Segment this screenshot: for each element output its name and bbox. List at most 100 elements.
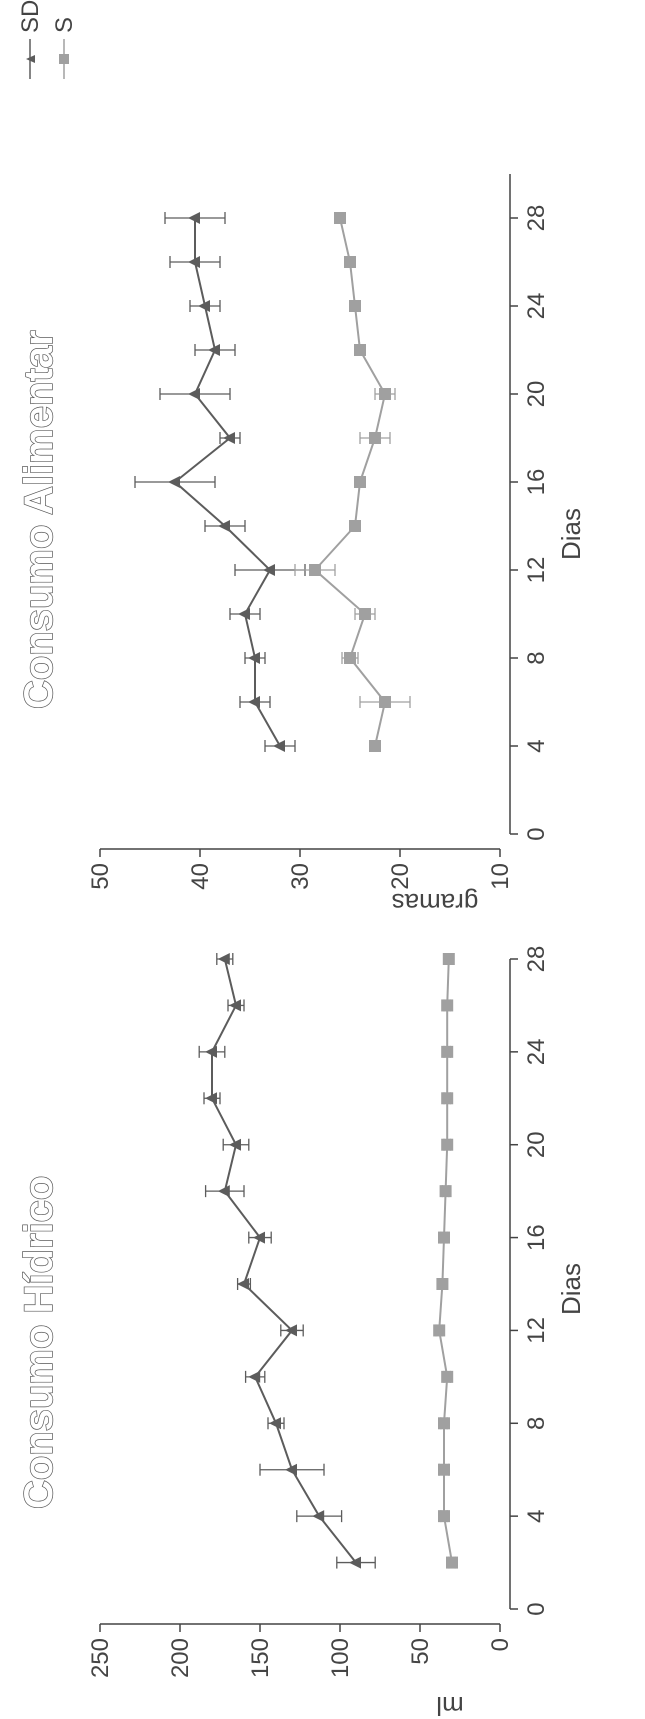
chart1-ytick-label: 100 [327,1638,354,1678]
chart1-ytick-label: 150 [247,1638,274,1678]
chart1-point-s [438,1463,450,1476]
chart2-point-s [349,520,361,532]
chart1-point-sd [349,1556,361,1569]
chart2-series-s-line [313,217,387,747]
chart2-point-s [369,432,381,444]
chart1-point-sd [205,1045,217,1058]
chart1-ytick-label: 0 [487,1638,514,1651]
chart1-xtick-label: 12 [523,1317,550,1344]
chart1-point-sd [248,1370,261,1383]
chart1-xtick-label: 16 [523,1224,550,1251]
chart2-xtick-label: 20 [523,381,550,408]
chart1-point-s [442,953,455,965]
chart2-point-s [359,608,371,620]
chart2-ytick-label: 30 [287,863,314,890]
chart2-point-sd [188,212,200,224]
chart1-xlabel: Dias [556,1263,586,1315]
chart1-point-s [446,1556,458,1569]
chart1-point-s [441,999,454,1012]
chart1-point-s [439,1185,452,1198]
chart1-ytick-label: 50 [407,1638,434,1665]
chart2-xtick-label: 16 [523,469,550,496]
chart1-ytick-label: 250 [87,1638,114,1678]
chart1-point-sd [217,1185,230,1198]
chart1-xtick-label: 28 [523,946,550,973]
chart1-point-s [433,1324,446,1337]
chart2-point-sd [273,740,285,752]
chart1-point-sd [312,1510,325,1523]
chart1-point-s [438,1510,450,1523]
chart2-xtick-label: 12 [523,557,550,584]
chart2-point-s [354,476,366,488]
chart2-xtick-label: 8 [523,651,550,664]
chart1-xtick-label: 4 [523,1509,550,1522]
chart1-ylabel: ml [436,1691,463,1719]
legend-sd-label: SD [17,0,44,33]
chart2-point-sd [238,608,250,620]
chart2-ylabel: gramas [392,888,479,918]
legend-s-label: S [51,17,78,33]
legend-item-s: S [51,17,78,79]
chart1-point-s [438,1231,450,1244]
chart2-xtick-label: 28 [523,205,550,232]
chart2-title: Consumo Alimentar [17,330,61,709]
chart1-xtick-label: 8 [523,1417,550,1430]
chart1-point-sd [229,999,241,1012]
chart1-point-sd [253,1231,265,1244]
chart2-point-sd [248,696,260,708]
chart2-xtick-label: 0 [523,827,550,840]
chart1-point-sd [205,1092,217,1105]
chart1-series-sd-line [211,958,357,1564]
chart1-point-sd [217,953,230,965]
chart1-series-s-line [438,958,453,1563]
chart1-ytick-label: 200 [167,1638,194,1678]
chart2-point-s [349,300,361,312]
chart1-xtick-label: 0 [523,1602,550,1615]
chart1-point-sd [229,1138,241,1151]
chart2-ytick-label: 40 [187,863,214,890]
chart2-point-s [344,256,356,268]
chart2-ytick-label: 10 [487,863,514,890]
chart2-point-sd [198,300,210,312]
legend: SD S [17,0,78,79]
chart2-xtick-label: 4 [523,739,550,752]
chart2-point-sd [188,256,200,268]
chart2-point-s [344,652,356,664]
chart2-point-s [379,696,391,708]
chart2-point-sd [263,564,275,576]
chart1-plot: 0 50 100 150 200 250 0 4 8 12 16 20 24 28 [87,946,550,1678]
chart1-point-s [436,1278,449,1290]
chart1-point-s [441,1138,454,1151]
chart2-xtick-label: 24 [523,293,550,320]
chart1-title: Consumo Hídrico [17,1176,61,1509]
legend-s-square-icon [59,54,69,64]
chart2-ytick-label: 50 [87,863,114,890]
chart2-point-sd [188,388,200,400]
chart2-point-sd [218,520,230,532]
chart2-point-s [379,388,391,400]
chart2-point-s [354,344,366,356]
chart2-point-sd [248,652,260,664]
chart2-point-s [309,564,321,576]
chart1-xtick-label: 20 [523,1131,550,1158]
chart1-point-sd [237,1278,249,1290]
chart2-point-sd [168,476,180,488]
chart1-point-sd [285,1463,297,1476]
legend-item-sd: SD [17,0,44,79]
chart2-xlabel: Dias [556,508,586,560]
chart1-xtick-label: 24 [523,1039,550,1066]
chart2-point-s [334,212,346,224]
chart2-point-sd [208,344,220,356]
chart1-point-s [441,1045,454,1058]
chart1-point-s [438,1417,450,1430]
chart2-point-s [369,740,381,752]
chart1-point-s [441,1092,454,1105]
legend-sd-triangle-icon [26,55,35,63]
chart2-point-sd [223,432,235,444]
chart1-point-s [441,1370,454,1383]
chart1-point-sd [269,1417,281,1430]
